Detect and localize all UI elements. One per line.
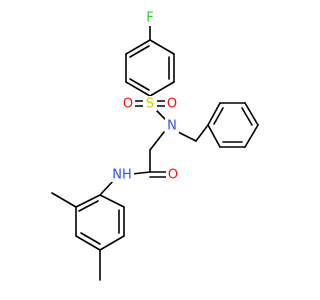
bond-methyl-1: [51, 192, 77, 208]
atom-label-n: N: [167, 119, 177, 134]
bond-ring2-3-inner: [241, 107, 253, 126]
bond-n-ch2b: [149, 131, 165, 151]
atom-labels: F S O O N O NH: [110, 11, 180, 183]
bond-n-ch2: [177, 131, 197, 142]
bond-ring3-6: [99, 194, 125, 208]
bonds: [51, 21, 259, 281]
atom-label-o3: O: [168, 168, 178, 183]
atom-oxygen-right: O: [165, 96, 179, 112]
atom-label-o2: O: [167, 97, 177, 112]
molecule-structure: F S O O N O NH: [51, 11, 259, 281]
bond-ring3-1-inner: [78, 200, 99, 212]
bond-ring3-1: [75, 194, 101, 208]
bond-ring2-1: [207, 102, 221, 126]
atom-label-s: S: [146, 97, 154, 112]
bond-ring2-4: [244, 124, 259, 148]
bond-ring1-6-inner: [129, 45, 150, 58]
bond-ring3-3: [75, 235, 101, 251]
bond-ring1-4: [125, 81, 151, 97]
atom-nitrogen-amide: NH: [110, 167, 134, 183]
bond-ring2-6: [207, 124, 221, 148]
bond-ring2-1-inner: [213, 107, 224, 125]
atom-label-f: F: [146, 11, 153, 26]
bond-ring1-3: [149, 81, 175, 97]
bond-ring1-4-inner: [129, 78, 150, 91]
atom-sulfur: S: [143, 96, 157, 112]
atom-label-o1: O: [123, 97, 133, 112]
bond-nh-ring: [99, 179, 115, 196]
bond-ring1-6: [125, 39, 151, 55]
bond-c-nh: [131, 171, 151, 175]
bond-ch2-ring: [195, 124, 209, 142]
atom-fluorine: F: [144, 11, 156, 26]
bond-ring1-1: [149, 39, 175, 55]
atom-oxygen-left: O: [121, 96, 135, 112]
bond-s-n: [155, 109, 167, 121]
bond-ring3-4: [99, 235, 125, 251]
atom-label-nh: NH: [112, 168, 132, 183]
atom-oxygen-carbonyl: O: [166, 167, 180, 183]
atom-nitrogen-sulfonamide: N: [165, 118, 179, 134]
bond-ring2-3: [244, 102, 259, 126]
bond-ring3-3-inner: [80, 232, 101, 245]
